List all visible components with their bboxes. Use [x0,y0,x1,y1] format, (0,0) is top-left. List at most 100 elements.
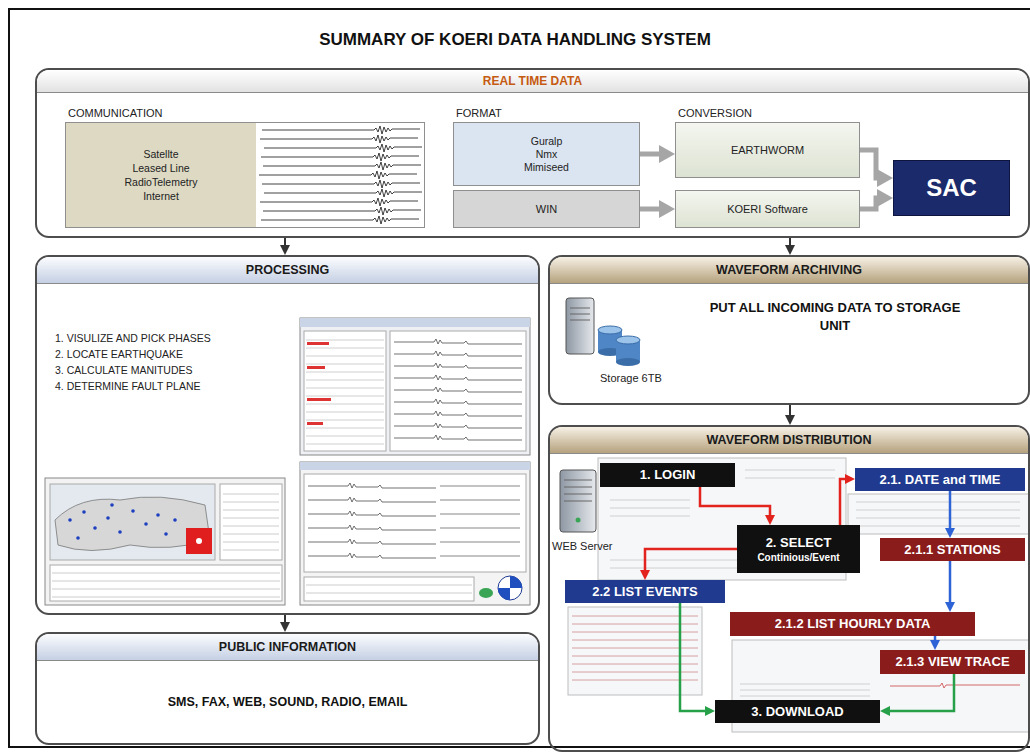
format-box: WIN [453,190,640,228]
drawing-part [394,339,522,344]
connector-arrow [284,615,286,623]
drawing-part [394,363,522,368]
step-item: 4. DETERMINE FAULT PLANE [55,378,300,394]
drawing-part [732,640,1030,732]
step-box: 2.2 LIST EVENTS [565,580,725,603]
drawing-part [300,462,530,470]
drawing-part [308,525,436,530]
drawing-part [76,536,80,540]
converter-name: KOERI Software [727,202,808,216]
drawing-part [440,486,520,556]
step-label: 2. SELECT [766,535,832,551]
connector-arrow [284,238,286,246]
drawing-part [498,576,522,600]
connector-arrow [645,549,737,571]
drawing-part [510,576,522,588]
link-type: Leased Line [132,161,189,175]
drawing-part [570,308,590,320]
drawing-part [308,483,436,488]
connector-arrow [680,603,706,711]
drawing-part [308,553,436,558]
step-box: 2.1.3 VIEW TRACE [880,650,1025,674]
drawing-part [394,375,522,380]
step-label: 3. DOWNLOAD [751,704,843,720]
format-name: Nmx [536,148,558,161]
drawing-part [93,526,97,530]
format-box: FORMATGuralpNmxMimiseed [453,122,640,186]
step-box: 1. LOGIN [600,463,735,487]
drawing-part [307,342,329,345]
server-label: WEB Server [552,540,613,552]
drawing-part [50,484,215,560]
drawing-part [156,513,160,517]
drawing-part [306,340,384,444]
drawing-part [856,502,1020,526]
drawing-part [560,470,596,532]
step-label: 2.1.1 STATIONS [904,542,1000,558]
drawing-part [131,509,135,513]
drawing-part [304,577,474,601]
drawing-part [740,684,870,696]
panel-heading: PROCESSING [37,257,538,284]
drawing-part [306,585,472,593]
drawing-part [616,358,640,366]
text-group: 1. VISULIZE AND PICK PHASES2. LOCATE EAR… [55,330,300,394]
drawing-part [307,366,325,369]
connector-arrow [640,152,660,157]
picking-screenshot [300,318,530,455]
step-item: 3. CALCULATE MANITUDES [55,362,300,378]
diagram-title: SUMMARY OF KOERI DATA HANDLING SYSTEM [0,30,1030,50]
processing-panel: PROCESSING 1. VISULIZE AND PICK PHASES2. … [35,255,540,615]
drawing-part [106,516,110,520]
drawing-part [308,497,436,502]
drawing-part [50,565,282,601]
link-type: Internet [143,189,179,203]
drawing-part [52,573,280,597]
drawing-part [144,522,148,526]
drawing-part [82,510,86,514]
column-heading: CONVERSION [678,107,752,119]
drawing-part [848,494,1030,534]
column-heading: COMMUNICATION [68,107,163,119]
map-screenshot [45,478,285,605]
drawing-part [300,318,530,327]
web-server-icon [560,470,596,532]
drawing-part [394,435,522,440]
communication-box: COMMUNICATIONSatellteLeased LineRadioTel… [65,122,425,228]
drawing-part [307,398,331,401]
step-label: 2.1.3 VIEW TRACE [895,654,1009,670]
drawing-part [45,478,285,605]
step-box: 3. DOWNLOAD [715,700,880,723]
drawing-part [566,298,594,354]
drawing-part [564,480,592,501]
text-group: SMS, FAX, WEB, SOUND, RADIO, EMAIL [37,660,538,743]
link-type: RadioTelemetry [125,175,198,189]
drawing-part [394,387,522,392]
drawing-part [598,326,622,334]
drawing-part [110,503,114,507]
panel-heading: WAVEFORM ARCHIVING [550,257,1028,284]
step-box: 2.1.2 LIST HOURLY DATA [730,612,975,636]
connector-arrow [949,491,952,529]
drawing-part [598,458,846,580]
connector-arrow [640,207,660,212]
drawing-part [186,528,212,554]
drawing-part [479,588,493,598]
panel-note: PUT ALL INCOMING DATA TO STORAGE UNIT [700,299,970,335]
drawing-part [68,518,72,522]
text-group: SatellteLeased LineRadioTelemetryInterne… [66,123,256,227]
format-name: WIN [536,202,557,216]
step-label: 2.1.2 LIST HOURLY DATA [775,616,931,632]
connector-arrow [789,405,791,416]
step-option: Continious/Event [757,551,839,564]
format-name: Guralp [531,135,563,148]
mechanism-screenshot [300,462,530,605]
drawing-part [173,518,177,522]
drawing-part [118,530,122,534]
link-type: Satellte [143,147,178,161]
public-info-panel: PUBLIC INFORMATIONSMS, FAX, WEB, SOUND, … [35,632,540,745]
step-label: 1. LOGIN [640,467,696,483]
drawing-part [300,318,530,455]
connector-arrow [700,487,770,516]
output-format: SAC [926,174,977,202]
